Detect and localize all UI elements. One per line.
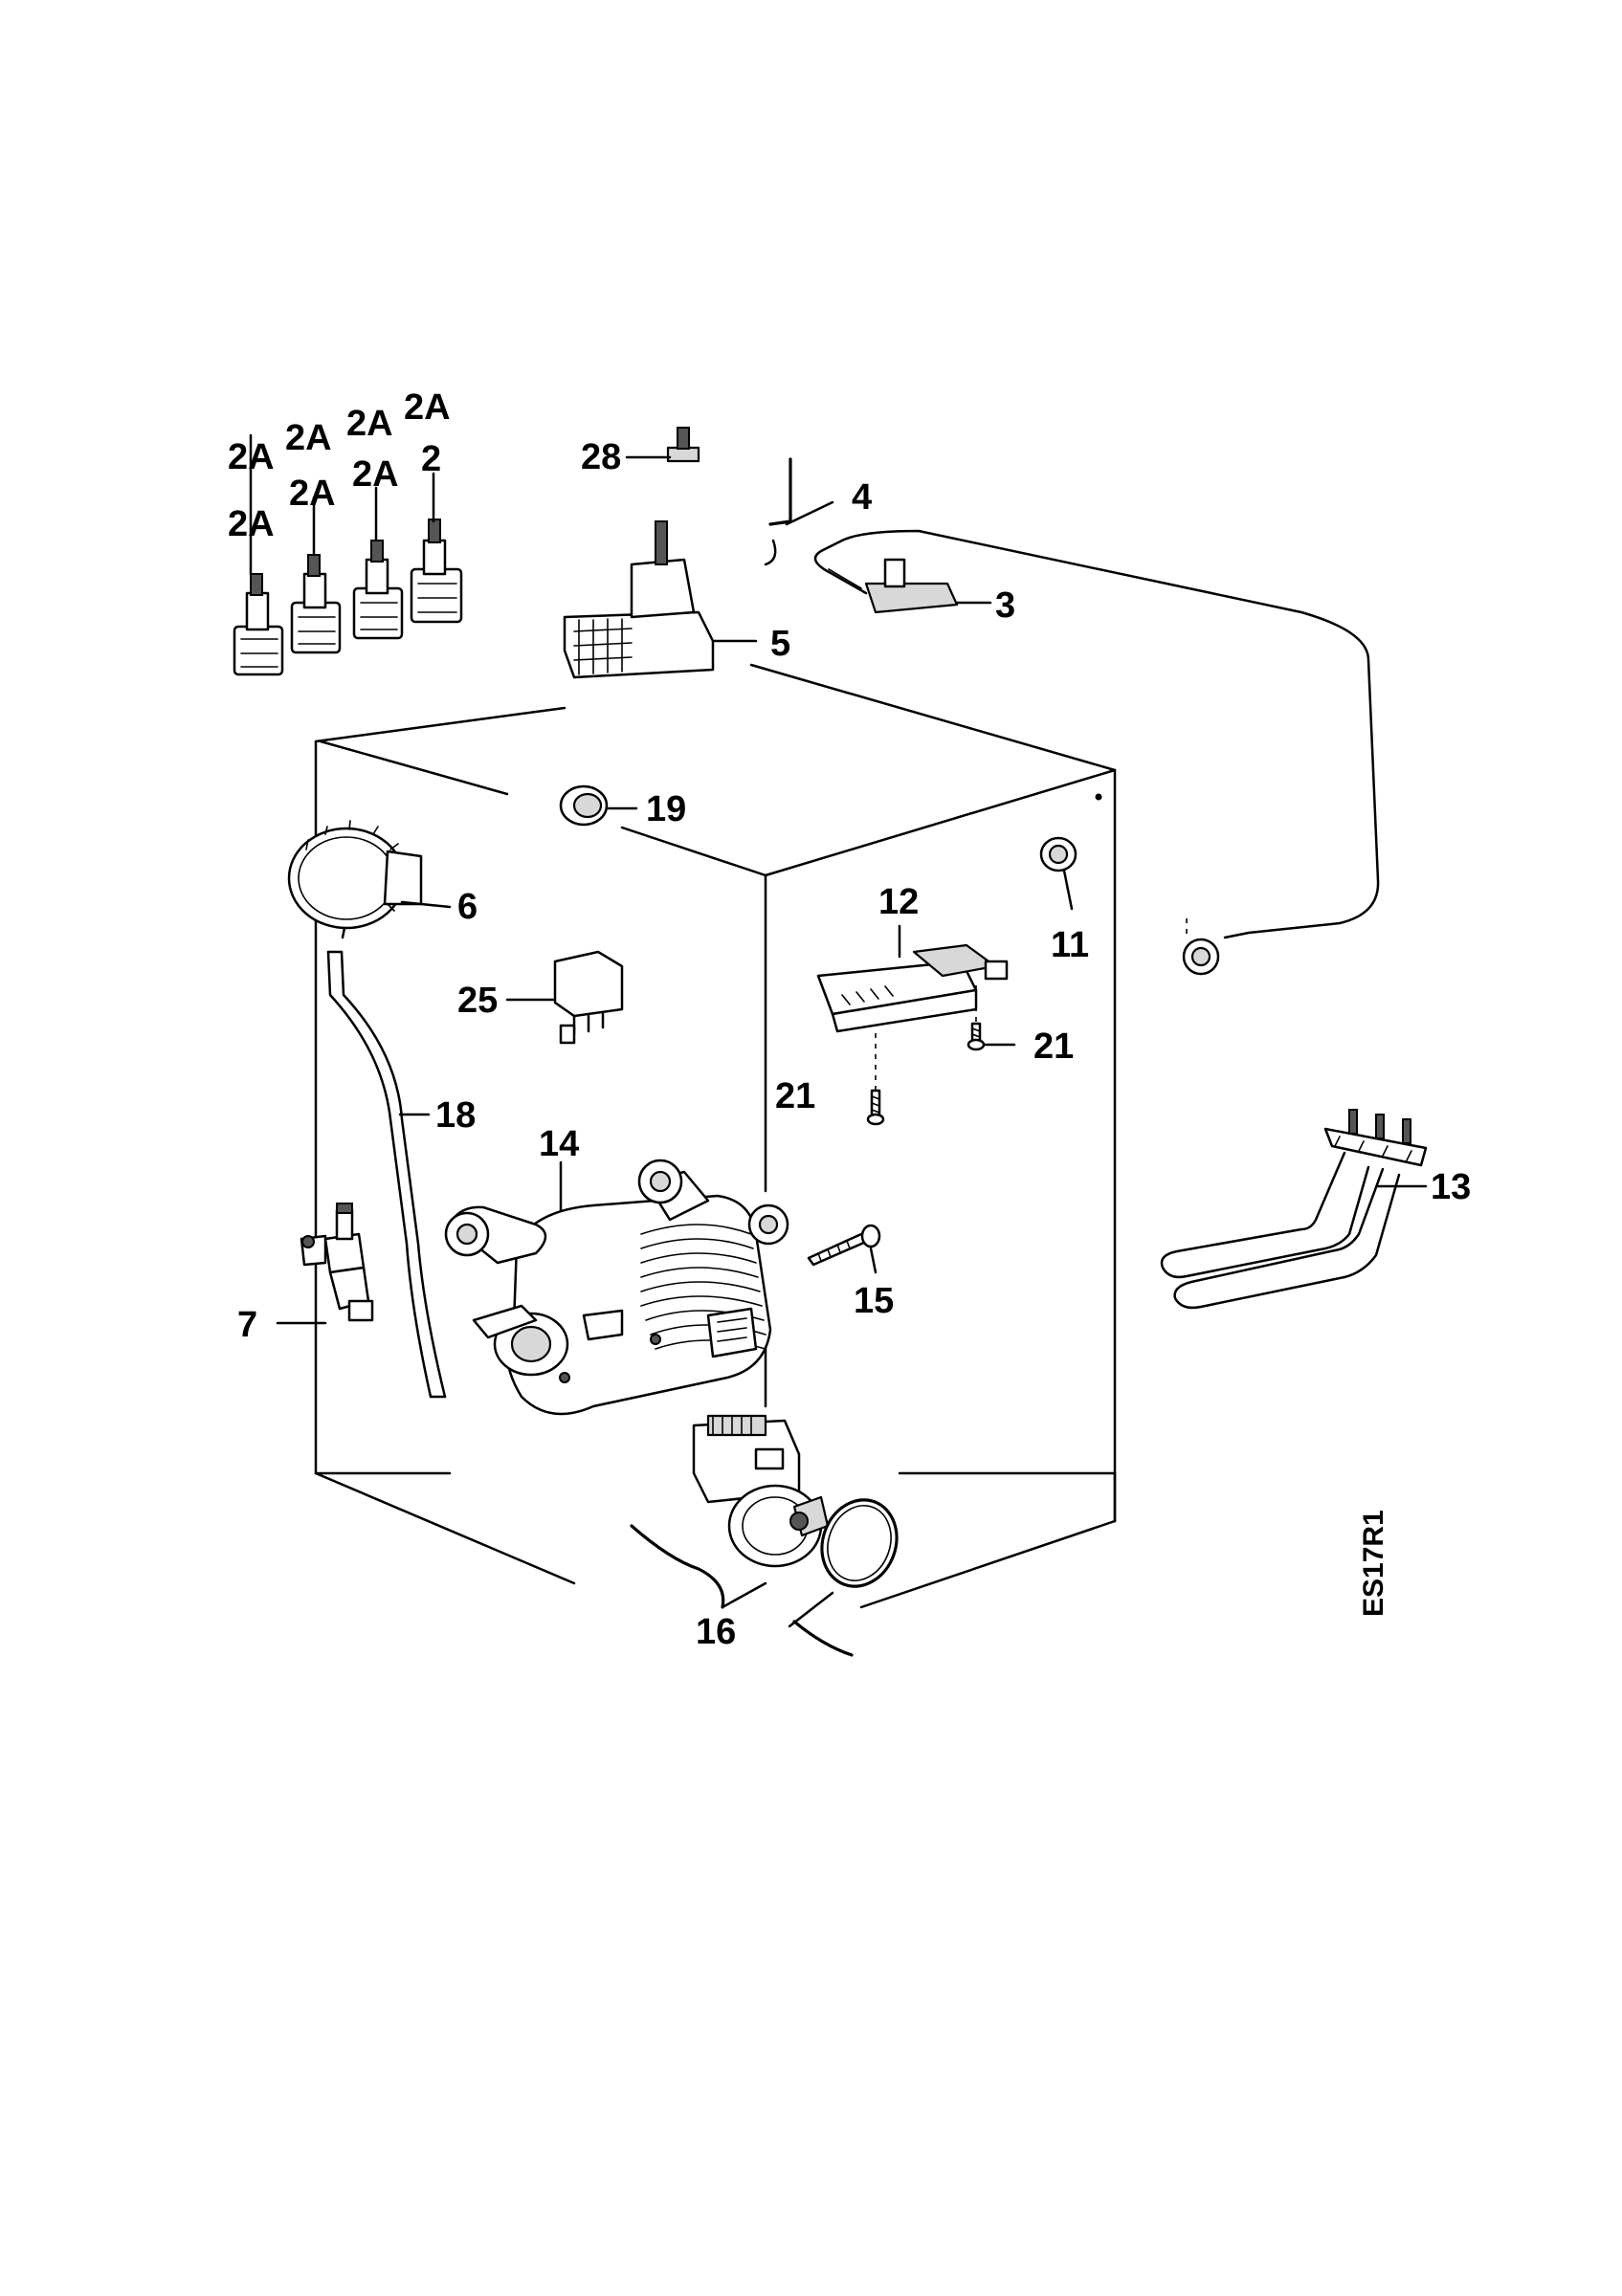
part-12-door-lock <box>816 924 1009 1033</box>
part-14-motor <box>444 1159 789 1416</box>
part-7-valve <box>276 1203 374 1325</box>
switch-2 <box>410 472 463 624</box>
part-4-sensor <box>764 457 834 566</box>
part-15-screw <box>807 1224 881 1274</box>
screw-21-lower <box>866 1033 885 1126</box>
part-25-suppressor <box>505 950 624 1045</box>
part-5-timer <box>563 520 758 679</box>
label-2a: 2A <box>228 504 275 544</box>
part-28 <box>625 427 700 463</box>
label-28: 28 <box>581 437 621 477</box>
label-6: 6 <box>457 887 478 927</box>
label-19: 19 <box>646 789 686 829</box>
part-18-hose <box>326 950 447 1399</box>
diagram-code: ES17R1 <box>1358 1510 1389 1617</box>
part-labels: 2A 2A 2A 2A 2A 2A 2A 2 28 4 3 5 19 6 12 … <box>228 387 1471 1652</box>
label-21: 21 <box>775 1076 815 1116</box>
switch-2a-third <box>352 486 404 640</box>
label-25: 25 <box>457 981 498 1021</box>
screw-21-upper <box>967 985 1016 1051</box>
label-2a: 2A <box>285 418 332 458</box>
part-3-thermostat <box>813 529 1380 976</box>
label-3: 3 <box>995 585 1015 626</box>
label-12: 12 <box>878 882 919 922</box>
label-2a: 2A <box>289 474 336 514</box>
label-18: 18 <box>435 1095 476 1136</box>
switch-2a-left <box>233 433 284 676</box>
label-2a: 2A <box>228 437 275 477</box>
label-2a: 2A <box>346 404 393 444</box>
part-16-pump <box>630 1414 899 1657</box>
label-4: 4 <box>852 477 872 518</box>
label-16: 16 <box>696 1612 736 1652</box>
label-2a: 2A <box>352 454 399 495</box>
label-2a: 2A <box>404 387 451 428</box>
part-11-grommet <box>1039 836 1078 911</box>
switch-2a-second <box>290 496 342 654</box>
label-14: 14 <box>539 1124 579 1164</box>
label-11: 11 <box>1051 925 1089 965</box>
label-13: 13 <box>1431 1167 1471 1207</box>
part-19-grommet <box>559 784 638 827</box>
part-13-heater <box>1160 1109 1428 1310</box>
part-6-pressure-switch <box>287 820 452 939</box>
label-15: 15 <box>854 1281 894 1321</box>
label-5: 5 <box>770 624 790 664</box>
label-21: 21 <box>1033 1027 1074 1067</box>
label-2: 2 <box>421 439 441 479</box>
label-7: 7 <box>237 1305 257 1345</box>
switch-cluster <box>233 433 463 676</box>
